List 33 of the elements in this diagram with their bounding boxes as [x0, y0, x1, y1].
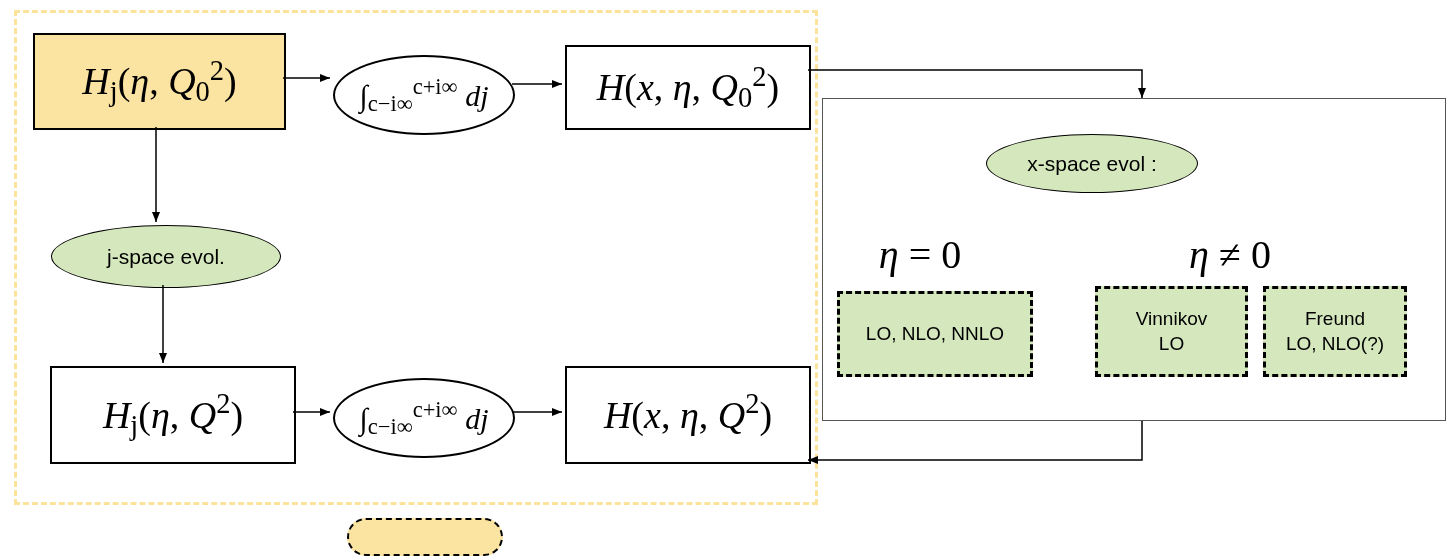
method-box: [1095, 286, 1248, 377]
arrow: [152, 126, 160, 223]
node-text: H$_{j}$(η, Q$^{2}$): [102, 387, 244, 443]
node-text: j-space evol.: [107, 243, 225, 270]
node-text: LO, NLO(?): [1285, 331, 1385, 356]
node-text: ∫$_{c−i∞}$$^{c+i∞}$ dj: [359, 396, 489, 441]
node-text: LO, NLO, NNLO: [865, 321, 1005, 346]
formula-box: [33, 33, 286, 130]
panel-box: [822, 98, 1446, 421]
node-text: Freund: [1304, 306, 1366, 331]
arrow: [159, 284, 167, 364]
arrow: [511, 80, 563, 88]
arrow: [807, 69, 1146, 99]
method-box: [837, 291, 1033, 377]
formula-box: [50, 366, 296, 464]
node-text: H$_{j}$(η, Q$_{0}$$^{2}$): [82, 53, 237, 110]
node-text: LO: [1158, 331, 1185, 356]
method-box: [1263, 286, 1407, 377]
node-text: Vinnikov: [1135, 306, 1208, 331]
formula-box: [565, 45, 811, 130]
node-text: H(x, η, Q$_{0}$$^{2}$): [596, 59, 780, 116]
condition-label: η = 0: [877, 231, 963, 279]
node-text: ∫$_{c−i∞}$$^{c+i∞}$ dj: [359, 73, 489, 118]
dashed-frame: [14, 10, 818, 505]
arrow: [282, 74, 331, 82]
node-text: x-space evol :: [1027, 150, 1157, 177]
arrow: [807, 420, 1143, 464]
arrow: [511, 408, 563, 416]
node-text: H(x, η, Q$^{2}$): [603, 387, 773, 438]
condition-label: η ≠ 0: [1188, 231, 1272, 279]
formula-box: [565, 366, 811, 464]
arrow: [292, 408, 331, 416]
pill-label: [347, 518, 503, 556]
